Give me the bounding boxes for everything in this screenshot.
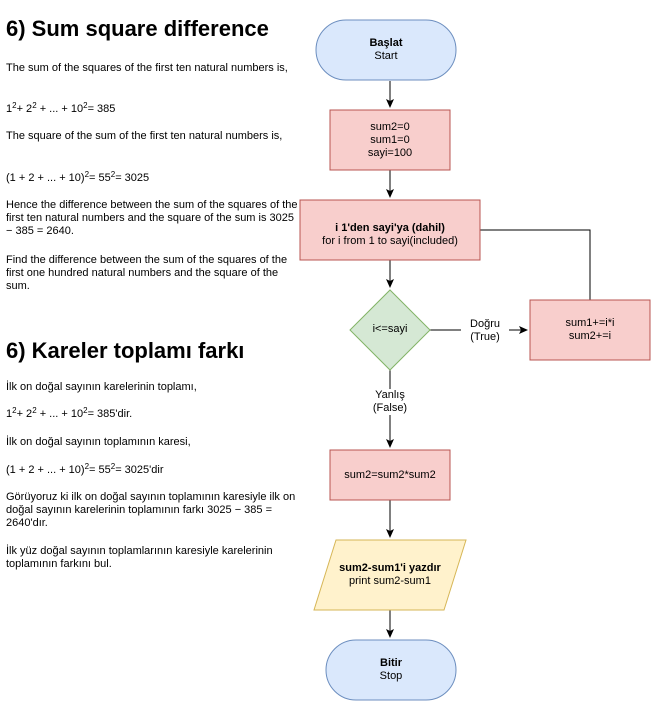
loop-subtitle: for i from 1 to sayi(included) xyxy=(322,235,458,247)
start-subtitle: Start xyxy=(374,50,398,62)
loop-title: i 1'den sayi'ya (dahil) xyxy=(335,222,445,234)
loop-label: i 1'den sayi'ya (dahil) for i from 1 to … xyxy=(300,222,480,248)
loop-body-process xyxy=(529,299,651,361)
english-paragraph-1: The sum of the squares of the first ten … xyxy=(6,62,288,74)
square-process xyxy=(329,449,451,501)
english-title: 6) Sum square difference xyxy=(6,16,269,41)
start-label: Başlat Start xyxy=(316,37,456,63)
loop-body-label: sum1+=i*i sum2+=i xyxy=(530,317,650,343)
edge-false-line-1: Yanlış xyxy=(375,389,405,401)
edge-true-label: Doğru (True) xyxy=(461,318,509,344)
init-line-1: sum2=0 xyxy=(370,121,410,133)
init-line-3: sayi=100 xyxy=(367,147,413,159)
output-subtitle: print sum2-sum1 xyxy=(349,575,431,587)
english-equation-2: (1 + 2 + ... + 10)2= 552= 3025 xyxy=(6,170,150,185)
stop-subtitle: Stop xyxy=(379,670,403,682)
output-title: sum2-sum1'i yazdır xyxy=(339,562,441,574)
init-process xyxy=(329,109,451,171)
turkish-title: 6) Kareler toplamı farkı xyxy=(6,338,245,363)
stop-label: Bitir Stop xyxy=(326,657,456,683)
turkish-equation-2: (1 + 2 + ... + 10)2= 552= 3025'dir xyxy=(6,462,164,477)
output-parallelogram xyxy=(313,539,467,611)
square-label: sum2=sum2*sum2 xyxy=(344,469,436,481)
turkish-paragraph-4: İlk yüz doğal sayının toplamlarının kare… xyxy=(6,545,273,570)
start-terminal xyxy=(315,19,457,81)
edge-body-to-loop xyxy=(452,226,591,300)
init-line-2: sum1=0 xyxy=(370,134,410,146)
english-paragraph-3: Hence the difference between the sum of … xyxy=(6,199,298,237)
decision-diamond xyxy=(349,289,431,371)
english-paragraph-2: The square of the sum of the first ten n… xyxy=(6,130,283,142)
turkish-paragraph-2: İlk on doğal sayının toplamının karesi, xyxy=(6,436,191,448)
loop-process xyxy=(299,199,481,261)
loop-body-line-2: sum2+=i xyxy=(568,330,612,342)
output-label: sum2-sum1'i yazdır print sum2-sum1 xyxy=(314,562,466,588)
edge-false-line-2: (False) xyxy=(372,402,408,414)
init-label: sum2=0 sum1=0 sayi=100 xyxy=(330,121,450,160)
decision-label: i<=sayi xyxy=(372,323,408,335)
stop-title: Bitir xyxy=(380,657,402,669)
turkish-equation-1: 12+ 22 + ... + 102= 385'dir. xyxy=(6,406,133,421)
edge-true-line-1: Doğru xyxy=(470,318,500,330)
turkish-paragraph-1: İlk on doğal sayının karelerinin toplamı… xyxy=(6,381,197,393)
english-equation-1: 12+ 22 + ... + 102= 385 xyxy=(6,101,116,116)
start-title: Başlat xyxy=(369,37,403,49)
edge-false-label: Yanlış (False) xyxy=(364,389,416,415)
edge-true-line-2: (True) xyxy=(470,331,500,343)
loop-body-line-1: sum1+=i*i xyxy=(565,317,615,329)
turkish-paragraph-3: Görüyoruz ki ilk on doğal sayının toplam… xyxy=(6,491,296,529)
english-paragraph-4: Find the difference between the sum of t… xyxy=(6,254,288,292)
stop-terminal xyxy=(325,639,457,701)
